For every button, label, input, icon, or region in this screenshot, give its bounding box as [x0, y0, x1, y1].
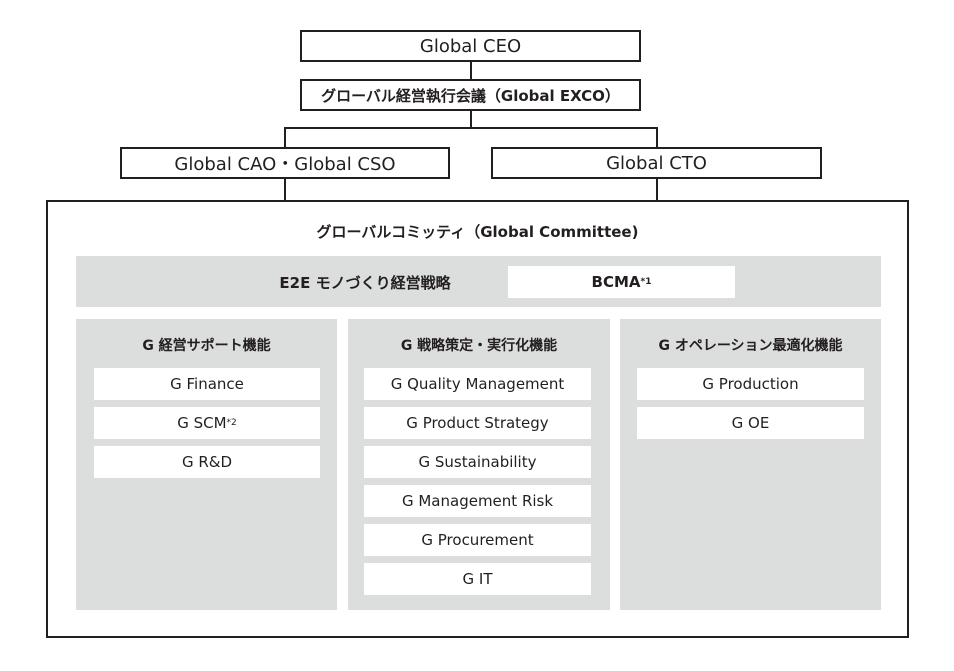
function-box: G Sustainability [364, 446, 591, 478]
global-ceo-label: Global CEO [419, 35, 522, 57]
column-operations: G オペレーション最適化機能 [620, 319, 881, 610]
global-cao-cso-box: Global CAO・Global CSO [120, 147, 450, 179]
function-box: G R&D [94, 446, 320, 478]
e2e-label: E2E モノづくり経営戦略 [279, 274, 451, 292]
function-box: G Product Strategy [364, 407, 591, 439]
function-box: G Finance [94, 368, 320, 400]
global-cto-box: Global CTO [491, 147, 822, 179]
function-label: G SCM [177, 414, 227, 432]
global-cao-cso-label: Global CAO・Global CSO [174, 154, 396, 175]
column-heading: G 戦略策定・実行化機能 [400, 338, 558, 354]
connector-line [284, 127, 658, 129]
committee-title: グローバルコミッティ（Global Committee) [316, 223, 639, 241]
connector-line [470, 62, 472, 79]
column-heading: G オペレーション最適化機能 [658, 338, 843, 354]
function-box: G Quality Management [364, 368, 591, 400]
bcma-label: BCMA [591, 273, 641, 291]
function-box: G OE [637, 407, 864, 439]
connector-line [470, 111, 472, 129]
bcma-footnote: *1 [640, 277, 652, 287]
global-exco-box: グローバル経営執行会議（Global EXCO） [300, 79, 641, 111]
function-box: G Production [637, 368, 864, 400]
scm-footnote: *2 [226, 418, 237, 428]
global-ceo-box: Global CEO [300, 30, 641, 62]
global-exco-label: グローバル経営執行会議（Global EXCO） [321, 86, 620, 105]
function-box: G SCM*2 [94, 407, 320, 439]
bcma-box: BCMA*1 [508, 266, 735, 298]
e2e-strategy-band [76, 256, 881, 307]
column-heading: G 経営サポート機能 [142, 338, 271, 354]
function-box: G Procurement [364, 524, 591, 556]
function-box: G IT [364, 563, 591, 595]
function-box: G Management Risk [364, 485, 591, 517]
global-cto-label: Global CTO [606, 152, 707, 174]
